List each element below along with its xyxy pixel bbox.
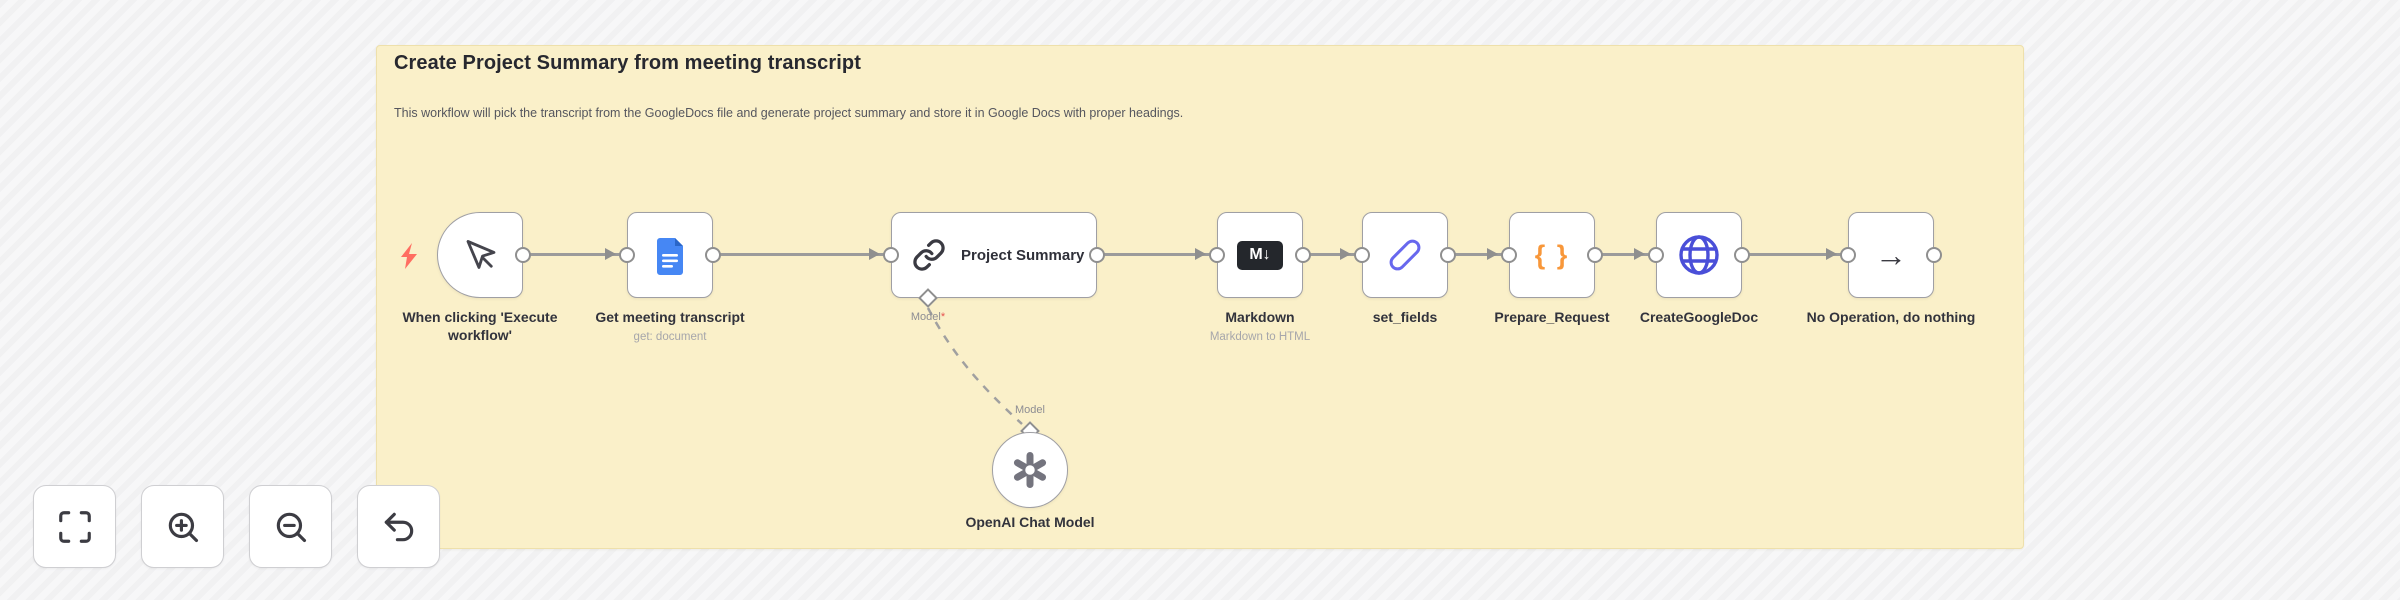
node-openai-chat-model[interactable] <box>992 432 1068 508</box>
node-manual-trigger[interactable] <box>437 212 523 298</box>
sticky-note[interactable] <box>376 45 2024 549</box>
node-prepare-request[interactable]: { } <box>1509 212 1595 298</box>
input-port[interactable] <box>1840 247 1856 263</box>
node-markdown[interactable]: M↓ <box>1217 212 1303 298</box>
node-label-markdown: Markdown <box>1225 309 1295 325</box>
input-port[interactable] <box>1648 247 1664 263</box>
curly-braces-icon: { } <box>1534 239 1570 270</box>
markdown-icon: M↓ <box>1237 240 1283 270</box>
arrowhead-icon <box>605 248 616 260</box>
connection-markdown-to-setfields[interactable] <box>1303 253 1362 256</box>
node-set-fields[interactable] <box>1362 212 1448 298</box>
node-label-manual-trigger: When clicking 'Execute workflow' <box>402 309 558 343</box>
input-port[interactable] <box>1354 247 1370 263</box>
reset-zoom-icon <box>384 512 413 541</box>
output-port[interactable] <box>1587 247 1603 263</box>
node-label-create-google-doc: CreateGoogleDoc <box>1639 309 1759 325</box>
fit-view-button[interactable] <box>33 485 116 568</box>
node-sublabel-markdown: Markdown to HTML <box>1209 331 1311 343</box>
google-docs-icon <box>657 238 683 275</box>
node-sublabel-get-meeting-transcript: get: document <box>633 331 707 343</box>
node-label-openai-chat-model: OpenAI Chat Model <box>965 514 1095 530</box>
pencil-icon <box>1389 239 1421 271</box>
connection-preparerequest-to-creategoogledoc[interactable] <box>1595 253 1656 256</box>
node-label-prepare-request: Prepare_Request <box>1494 309 1610 325</box>
arrowhead-icon <box>1487 248 1498 260</box>
canvas-toolbar <box>33 485 440 568</box>
arrowhead-icon <box>1340 248 1351 260</box>
sticky-note-description: This workflow will pick the transcript f… <box>394 106 1184 120</box>
node-label-no-operation: No Operation, do nothing <box>1806 309 1976 325</box>
zoom-in-icon <box>168 512 198 542</box>
input-port[interactable] <box>619 247 635 263</box>
openai-icon <box>1013 452 1047 488</box>
arrowhead-icon <box>1826 248 1837 260</box>
node-inline-title-project-summary: Project Summary <box>961 246 1085 264</box>
connection-creategoogledoc-to-noop[interactable] <box>1742 253 1848 256</box>
arrow-right-icon: → <box>1875 236 1907 273</box>
chain-link-icon <box>913 239 945 271</box>
output-port[interactable] <box>1926 247 1942 263</box>
fit-view-icon <box>58 510 91 543</box>
zoom-out-button[interactable] <box>249 485 332 568</box>
output-port[interactable] <box>1440 247 1456 263</box>
zoom-in-button[interactable] <box>141 485 224 568</box>
input-port[interactable] <box>1501 247 1517 263</box>
connection-setfields-to-preparerequest[interactable] <box>1448 253 1509 256</box>
sticky-note-title: Create Project Summary from meeting tran… <box>394 52 861 74</box>
node-label-set-fields: set_fields <box>1372 309 1438 325</box>
output-port[interactable] <box>1089 247 1105 263</box>
node-label-get-meeting-transcript: Get meeting transcript <box>595 309 745 325</box>
output-port[interactable] <box>1734 247 1750 263</box>
node-get-meeting-transcript[interactable] <box>627 212 713 298</box>
trigger-bolt-icon <box>401 243 417 269</box>
reset-zoom-button[interactable] <box>357 485 440 568</box>
output-port[interactable] <box>705 247 721 263</box>
arrowhead-icon <box>1195 248 1206 260</box>
output-port[interactable] <box>515 247 531 263</box>
node-no-operation[interactable]: → <box>1848 212 1934 298</box>
model-port-label: Model <box>1015 404 1045 416</box>
required-asterisk: * <box>940 311 946 323</box>
input-port[interactable] <box>1209 247 1225 263</box>
connection-trigger-to-getdoc[interactable] <box>523 253 627 256</box>
input-port[interactable] <box>883 247 899 263</box>
globe-icon <box>1679 235 1719 275</box>
arrowhead-icon <box>1634 248 1645 260</box>
connection-getdoc-to-summary[interactable] <box>713 253 891 256</box>
arrowhead-icon <box>869 248 880 260</box>
zoom-out-icon <box>276 512 306 542</box>
node-create-google-doc[interactable] <box>1656 212 1742 298</box>
mouse-pointer-icon <box>466 240 496 269</box>
model-port-label: Model* <box>910 311 946 323</box>
node-project-summary[interactable]: Project Summary <box>891 212 1097 298</box>
connection-summary-to-markdown[interactable] <box>1097 253 1217 256</box>
output-port[interactable] <box>1295 247 1311 263</box>
